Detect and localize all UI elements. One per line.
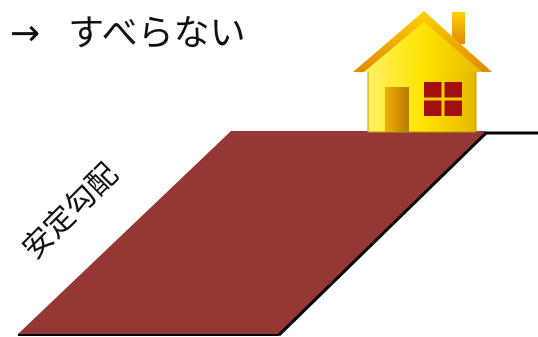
heading: → すべらない [10, 12, 246, 56]
heading-text: すべらない [68, 13, 246, 54]
house-icon [353, 11, 492, 133]
slope-surface [18, 131, 486, 334]
house-door [385, 87, 409, 132]
house-gable [364, 22, 482, 72]
house-chimney [452, 12, 465, 44]
arrow-icon: → [10, 13, 41, 54]
house-roof [353, 11, 492, 72]
house-window [424, 82, 462, 116]
ground-line [277, 131, 538, 337]
